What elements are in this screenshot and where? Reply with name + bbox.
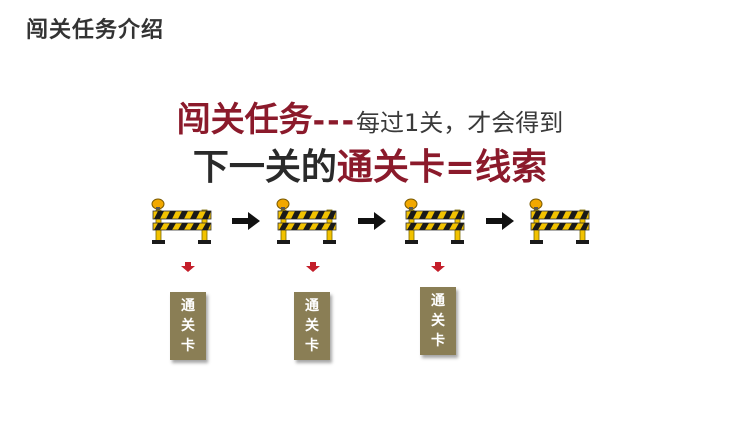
road-barrier-icon [528, 198, 592, 246]
card-char: 卡 [305, 338, 319, 354]
headline-line-1: 闯关任务---每过1关，才会得到 [0, 92, 740, 141]
pass-card: 通 关 卡 [294, 292, 330, 360]
card-char: 卡 [181, 338, 195, 354]
card-char: 通 [431, 293, 445, 309]
down-arrow-icon [181, 262, 195, 272]
headline-line-2: 下一关的通关卡=线索 [0, 138, 740, 190]
road-barrier-icon [150, 198, 214, 246]
card-char: 关 [181, 318, 195, 334]
card-char: 通 [181, 298, 195, 314]
headline-highlight-text: 通关卡=线索 [336, 147, 548, 188]
headline-dark-text: 下一关的 [192, 147, 337, 188]
pass-card: 通 关 卡 [420, 287, 456, 355]
pass-card: 通 关 卡 [170, 292, 206, 360]
road-barrier-icon [403, 198, 467, 246]
headline-normal-text: 每过1关，才会得到 [356, 109, 564, 137]
down-arrow-icon [431, 262, 445, 272]
right-arrow-icon [358, 212, 386, 230]
down-arrow-icon [306, 262, 320, 272]
card-char: 卡 [431, 333, 445, 349]
headline-dash: --- [312, 104, 357, 139]
card-char: 关 [305, 318, 319, 334]
headline-red-text: 闯关任务 [176, 100, 313, 140]
right-arrow-icon [486, 212, 514, 230]
card-char: 关 [431, 313, 445, 329]
card-char: 通 [305, 298, 319, 314]
right-arrow-icon [232, 212, 260, 230]
page-title: 闯关任务介绍 [26, 18, 165, 43]
road-barrier-icon [275, 198, 339, 246]
